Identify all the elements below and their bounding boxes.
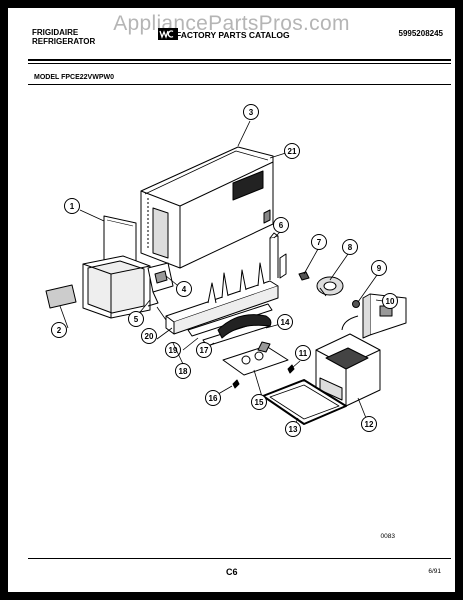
svg-text:15: 15 — [255, 398, 264, 407]
callout-14: 14 — [277, 314, 293, 330]
callout-1: 1 — [64, 198, 80, 214]
screw-11 — [287, 364, 295, 374]
ice-bucket — [140, 146, 274, 269]
svg-text:17: 17 — [200, 346, 209, 355]
callout-10: 10 — [382, 293, 398, 309]
svg-text:1: 1 — [70, 202, 75, 211]
callout-19: 19 — [165, 342, 181, 358]
brand-line-1: FRIGIDAIRE — [32, 28, 79, 37]
svg-text:18: 18 — [179, 367, 188, 376]
svg-text:8: 8 — [348, 243, 353, 252]
callout-9: 9 — [371, 260, 387, 276]
motor-bracket — [147, 262, 174, 307]
parts-catalog-page: AppliancePartsPros.com FRIGIDAIRE REFRIG… — [8, 8, 455, 592]
svg-text:13: 13 — [289, 425, 298, 434]
callout-13: 13 — [285, 421, 301, 437]
dispenser-door-frame — [82, 255, 151, 319]
exploded-parts-diagram: 1 2 3 4 5 6 7 8 9 10 11 12 13 14 15 16 1… — [45, 104, 407, 437]
auger-rail-assembly — [165, 232, 287, 347]
callout-15: 15 — [251, 394, 267, 410]
dispenser-housing — [315, 333, 381, 407]
callout-17: 17 — [196, 342, 212, 358]
footer-rule — [28, 558, 451, 560]
brand-line-2: REFRIGERATOR — [32, 37, 96, 46]
brand-name: FRIGIDAIRE REFRIGERATOR — [32, 28, 95, 46]
callout-16: 16 — [205, 390, 221, 406]
model-label: MODEL FPCE22VWPW0 — [34, 74, 114, 81]
header-rule-thin — [28, 63, 451, 64]
control-cover-plate — [222, 341, 289, 376]
svg-text:3: 3 — [249, 108, 254, 117]
callout-3: 3 — [243, 104, 259, 120]
svg-text:9: 9 — [377, 264, 382, 273]
model-rule — [28, 84, 451, 85]
callout-18: 18 — [175, 363, 191, 379]
svg-text:11: 11 — [299, 349, 308, 358]
callout-11: 11 — [295, 345, 311, 361]
svg-text:12: 12 — [365, 420, 374, 429]
svg-text:21: 21 — [288, 147, 297, 156]
screw-16 — [232, 379, 240, 389]
callout-8: 8 — [342, 239, 358, 255]
nut — [298, 271, 310, 281]
callout-7: 7 — [311, 234, 327, 250]
page-code: C6 — [226, 567, 238, 577]
catalog-date: 6/91 — [428, 568, 441, 575]
svg-text:6: 6 — [279, 221, 284, 230]
wci-logo — [158, 28, 178, 40]
drawing-code: 0083 — [380, 533, 395, 540]
callout-6: 6 — [273, 217, 289, 233]
svg-text:14: 14 — [281, 318, 290, 327]
svg-text:4: 4 — [182, 285, 187, 294]
catalog-part-number: 5995208245 — [398, 29, 444, 38]
callout-4: 4 — [176, 281, 192, 297]
svg-text:20: 20 — [145, 332, 154, 341]
small-gear — [352, 300, 360, 308]
svg-text:5: 5 — [134, 315, 139, 324]
callout-21: 21 — [284, 143, 300, 159]
svg-text:7: 7 — [317, 238, 322, 247]
svg-text:19: 19 — [169, 346, 178, 355]
wire-harness — [217, 314, 272, 339]
callout-2: 2 — [51, 322, 67, 338]
catalog-title: FACTORY PARTS CATALOG — [176, 30, 290, 40]
svg-text:16: 16 — [209, 394, 218, 403]
small-cover-plate — [45, 284, 77, 309]
header-rule-thick — [28, 59, 451, 61]
callout-20: 20 — [141, 328, 157, 344]
cam-gear — [316, 276, 344, 297]
callout-12: 12 — [361, 416, 377, 432]
callout-5: 5 — [128, 311, 144, 327]
svg-text:2: 2 — [57, 326, 62, 335]
svg-text:10: 10 — [386, 297, 395, 306]
